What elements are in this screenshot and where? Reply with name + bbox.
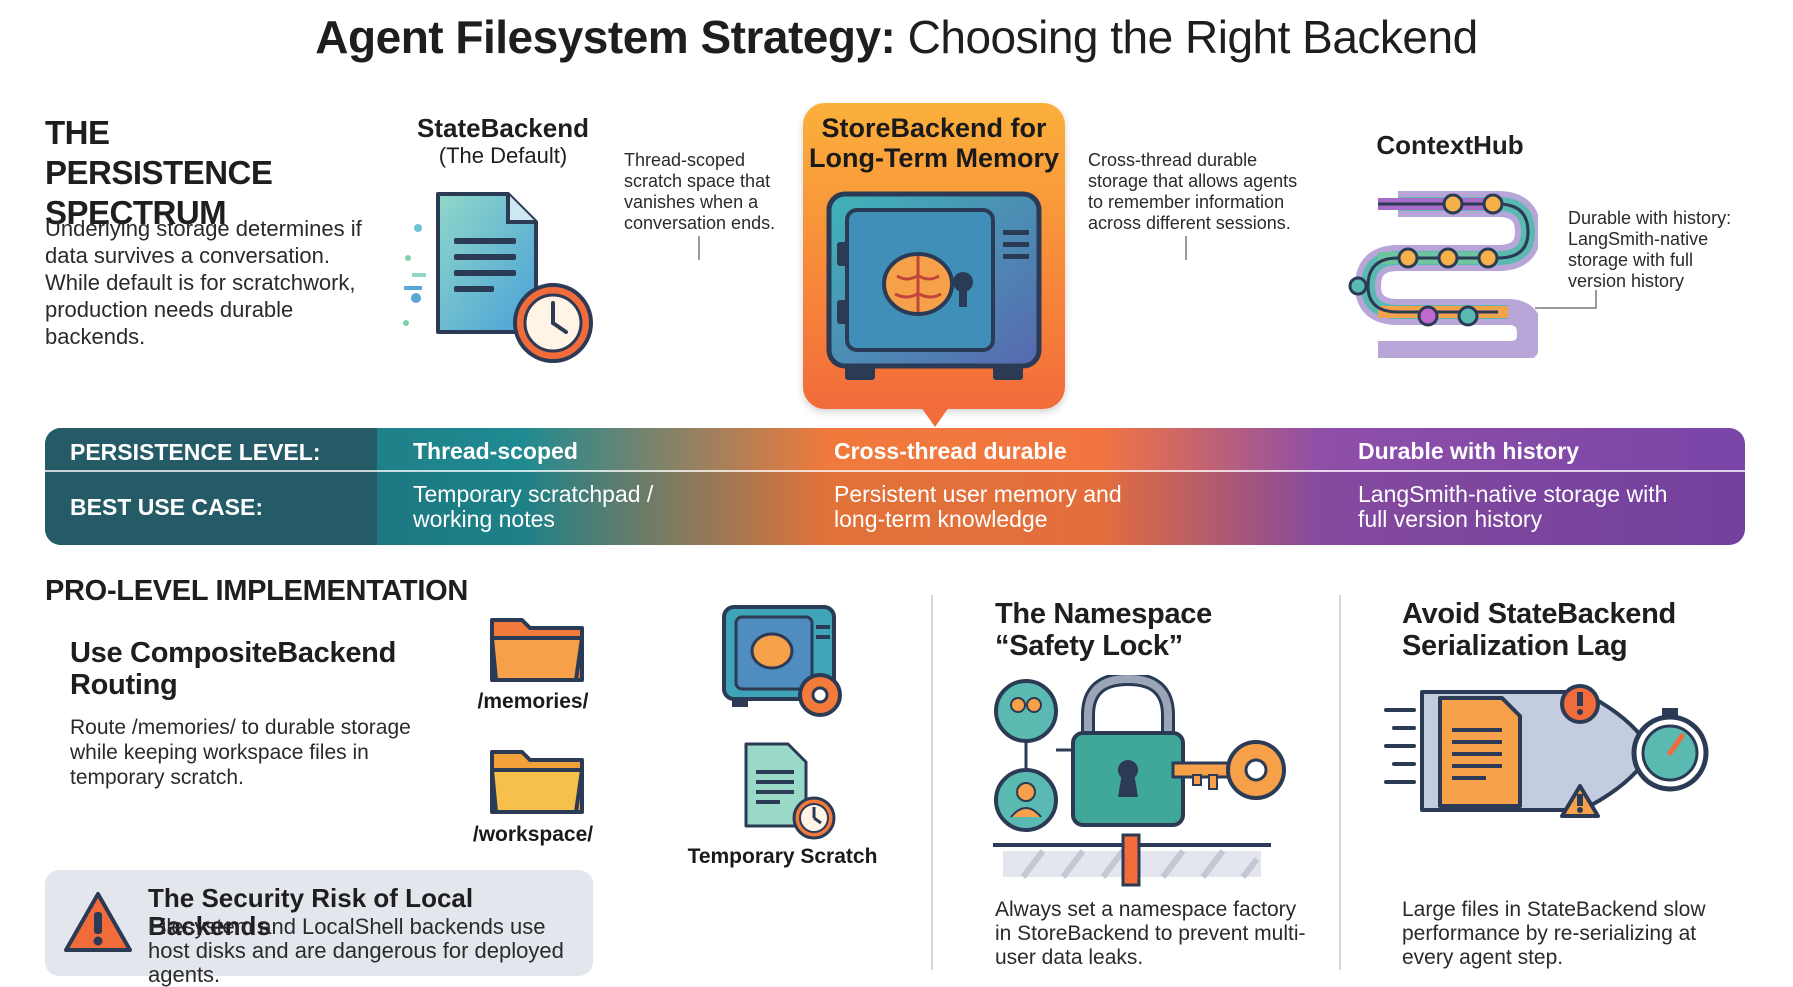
- safe-gear-icon: [720, 603, 850, 721]
- state-backend-title: StateBackend: [417, 113, 589, 143]
- version-history-icon: [1348, 188, 1538, 358]
- connector-line: [1535, 307, 1597, 309]
- use-case-versioned: LangSmith-native storage with full versi…: [1358, 481, 1668, 532]
- padlock-key-icon: [993, 675, 1293, 890]
- state-backend-subtitle: (The Default): [438, 143, 568, 168]
- persistence-band: [45, 428, 1745, 545]
- use-case-memory: Persistent user memory and long-term kno…: [834, 481, 1122, 532]
- persistence-level-label: PERSISTENCE LEVEL:: [70, 439, 321, 465]
- title-light: Choosing the Right Backend: [907, 11, 1479, 63]
- context-hub-title: ContextHub: [1376, 130, 1524, 160]
- spectrum-description: Underlying storage determines if data su…: [45, 216, 362, 349]
- context-hub-note: Durable with history: LangSmith-native s…: [1568, 208, 1732, 291]
- pro-heading: PRO-LEVEL IMPLEMENTATION: [45, 575, 468, 607]
- column-separator: [1339, 595, 1341, 970]
- security-title: The Security Risk of Local Backends: [148, 883, 474, 941]
- temporary-scratch-label: Temporary Scratch: [687, 845, 878, 868]
- store-backend-note: Cross-thread durable storage that allows…: [1088, 150, 1298, 233]
- bottleneck-document-icon: [1380, 680, 1710, 830]
- state-backend-note: Thread-scoped scratch space that vanishe…: [624, 150, 776, 233]
- folder-icon: [488, 608, 588, 686]
- title-bold: Agent Filesystem Strategy:: [315, 11, 896, 63]
- column-separator: [931, 595, 933, 970]
- security-warning-box: [45, 870, 593, 976]
- document-clock-icon: [728, 740, 838, 840]
- level-cross-thread: Cross-thread durable: [834, 438, 1067, 464]
- security-body: Filesystem and LocalShell backends use h…: [148, 914, 564, 987]
- serialization-title: Avoid StateBackend Serialization Lag: [1402, 598, 1676, 662]
- use-case-scratchpad: Temporary scratchpad / working notes: [413, 481, 654, 532]
- page-title: Agent Filesystem Strategy: Choosing the …: [0, 10, 1793, 64]
- connector-line: [1185, 236, 1187, 260]
- connector-line: [698, 236, 700, 260]
- namespace-title: The Namespace “Safety Lock”: [995, 598, 1212, 662]
- best-use-case-label: BEST USE CASE:: [70, 494, 263, 520]
- warning-icon: [62, 890, 134, 954]
- document-clock-icon: [398, 188, 598, 368]
- folder-icon: [488, 740, 588, 818]
- connector-line: [1595, 290, 1597, 309]
- folder-memories-label: /memories/: [477, 690, 589, 713]
- composite-title: Use CompositeBackend Routing: [70, 637, 396, 701]
- level-durable-history: Durable with history: [1358, 438, 1580, 464]
- safe-brain-icon: [823, 190, 1045, 385]
- folder-workspace-label: /workspace/: [472, 823, 594, 846]
- composite-body: Route /memories/ to durable storage whil…: [70, 716, 411, 789]
- level-thread-scoped: Thread-scoped: [413, 438, 578, 464]
- store-backend-title: StoreBackend for Long-Term Memory: [808, 113, 1059, 173]
- namespace-body: Always set a namespace factory in StoreB…: [995, 898, 1306, 969]
- spectrum-heading: THE PERSISTENCE SPECTRUM: [45, 114, 273, 231]
- serialization-body: Large files in StateBackend slow perform…: [1402, 898, 1706, 969]
